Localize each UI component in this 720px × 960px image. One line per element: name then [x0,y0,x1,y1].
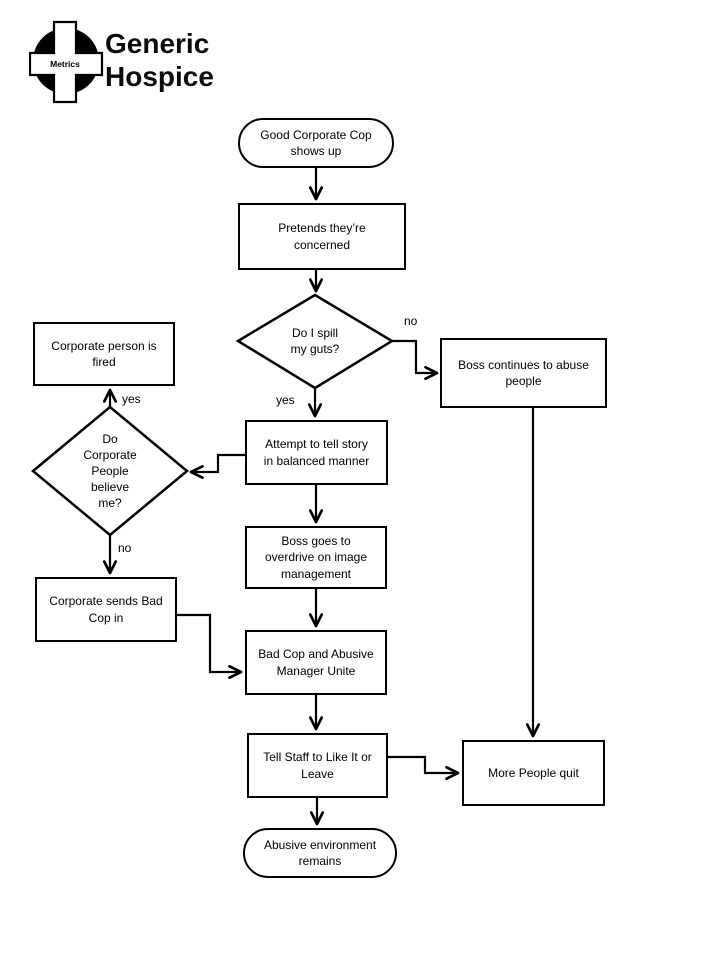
label-believe-no: no [118,541,132,555]
node-corporate-sends-bad-cop: Corporate sends Bad Cop in [35,577,177,642]
edge-spill-no-to-boss-abuse [392,339,439,381]
node-tell-staff-like-it: Tell Staff to Like It or Leave [247,733,388,798]
node-more-people-quit: More People quit [462,740,605,806]
node-do-i-spill-my-guts: Do I spill my guts? [290,326,340,356]
node-bad-cop-manager-unite: Bad Cop and Abusive Manager Unite [245,630,387,695]
logo-title-line1: Generic [105,28,210,59]
node-boss-overdrive-image: Boss goes to overdrive on image manageme… [245,526,387,589]
logo-title: Generic Hospice [105,27,214,93]
logo-title-line2: Hospice [105,61,214,92]
hospice-logo-icon: Metrics [29,20,104,104]
node-do-corporate-believe: Do Corporate People believe me? [83,432,137,510]
node-attempt-tell-story: Attempt to tell story in balanced manner [245,420,388,485]
label-spill-no: no [404,314,418,328]
logo-badge-text: Metrics [50,59,80,69]
node-good-corporate-cop: Good Corporate Cop shows up [238,118,394,168]
label-spill-yes: yes [276,393,295,407]
node-boss-continues-abuse: Boss continues to abuse people [440,338,607,408]
label-believe-yes: yes [122,392,141,406]
node-corporate-person-fired: Corporate person is fired [33,322,175,386]
edge-badcop-to-unite [177,613,243,680]
node-abusive-environment-remains: Abusive environment remains [243,828,397,878]
edge-likeit-to-quit [388,755,460,781]
edge-attempt-to-believe [189,453,245,480]
node-pretends-concerned: Pretends they’re concerned [238,203,406,270]
